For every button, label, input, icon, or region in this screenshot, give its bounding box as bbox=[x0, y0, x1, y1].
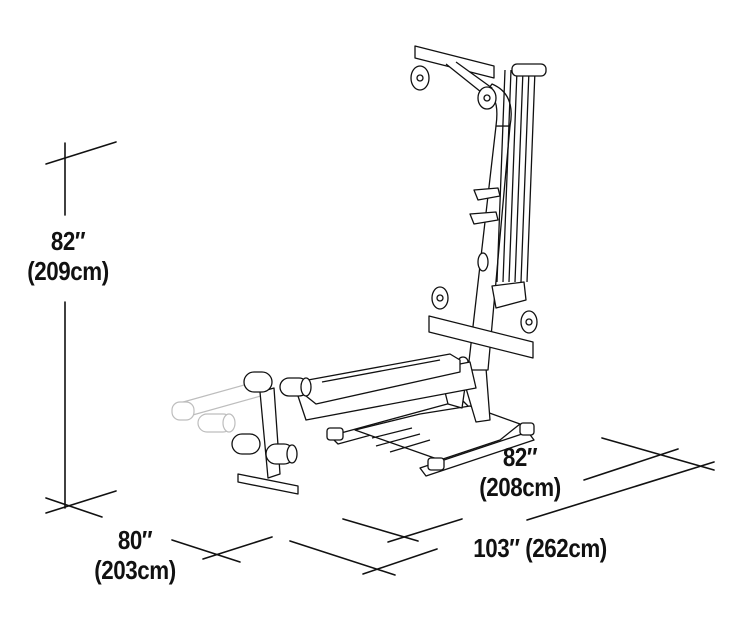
length-label: 103″ (262cm) bbox=[454, 533, 626, 563]
height-label: 82″ (209cm) bbox=[27, 226, 110, 286]
power-rods bbox=[497, 70, 535, 282]
width-label: 82″ (208cm) bbox=[470, 442, 570, 502]
width-tick-right bbox=[602, 438, 714, 470]
bench-seat-line bbox=[322, 360, 440, 382]
leg-roller-left bbox=[232, 434, 260, 454]
rod-base bbox=[492, 282, 526, 308]
pulley-hub bbox=[417, 75, 423, 81]
length-combined: 103″ (262cm) bbox=[473, 533, 607, 563]
ghost-leg-extension bbox=[172, 380, 268, 432]
length-tick-left-upper bbox=[343, 519, 418, 541]
leg-roller-top bbox=[244, 372, 272, 392]
width-dim-line bbox=[584, 449, 678, 480]
length-dim-line-left bbox=[290, 541, 395, 575]
tower-handle-lower bbox=[470, 212, 498, 224]
depth-tick-left bbox=[46, 498, 102, 517]
base-foot-left bbox=[327, 428, 343, 440]
height-tick-bottom bbox=[46, 491, 116, 513]
height-metric: (209cm) bbox=[27, 256, 109, 286]
foot-plate-grip bbox=[372, 428, 430, 452]
rod-cap bbox=[512, 64, 546, 76]
machine-illustration bbox=[232, 46, 546, 494]
depth-imperial: 80″ bbox=[117, 525, 153, 555]
tower-handle-upper bbox=[474, 188, 500, 200]
length-dim-line-right bbox=[527, 462, 714, 520]
height-tick-top bbox=[46, 142, 116, 164]
depth-dim-line-a bbox=[172, 540, 240, 562]
base-rail-right bbox=[420, 432, 534, 476]
pulley-crossbar bbox=[429, 316, 533, 358]
leg-extension-foot bbox=[238, 474, 298, 494]
width-imperial: 82″ bbox=[502, 442, 538, 472]
width-metric: (208cm) bbox=[479, 472, 561, 502]
base-foot-front bbox=[428, 458, 444, 470]
dimension-lines bbox=[46, 142, 714, 575]
base-foot-right bbox=[520, 423, 534, 435]
depth-label: 80″ (203cm) bbox=[88, 525, 183, 585]
length-tick-left-upper-b bbox=[388, 519, 462, 542]
depth-metric: (203cm) bbox=[94, 555, 176, 585]
height-imperial: 82″ bbox=[50, 226, 86, 256]
lat-tower-arm bbox=[415, 46, 494, 78]
brand-badge bbox=[478, 253, 488, 271]
length-tick-left bbox=[363, 549, 437, 574]
depth-tick-right bbox=[203, 537, 272, 559]
